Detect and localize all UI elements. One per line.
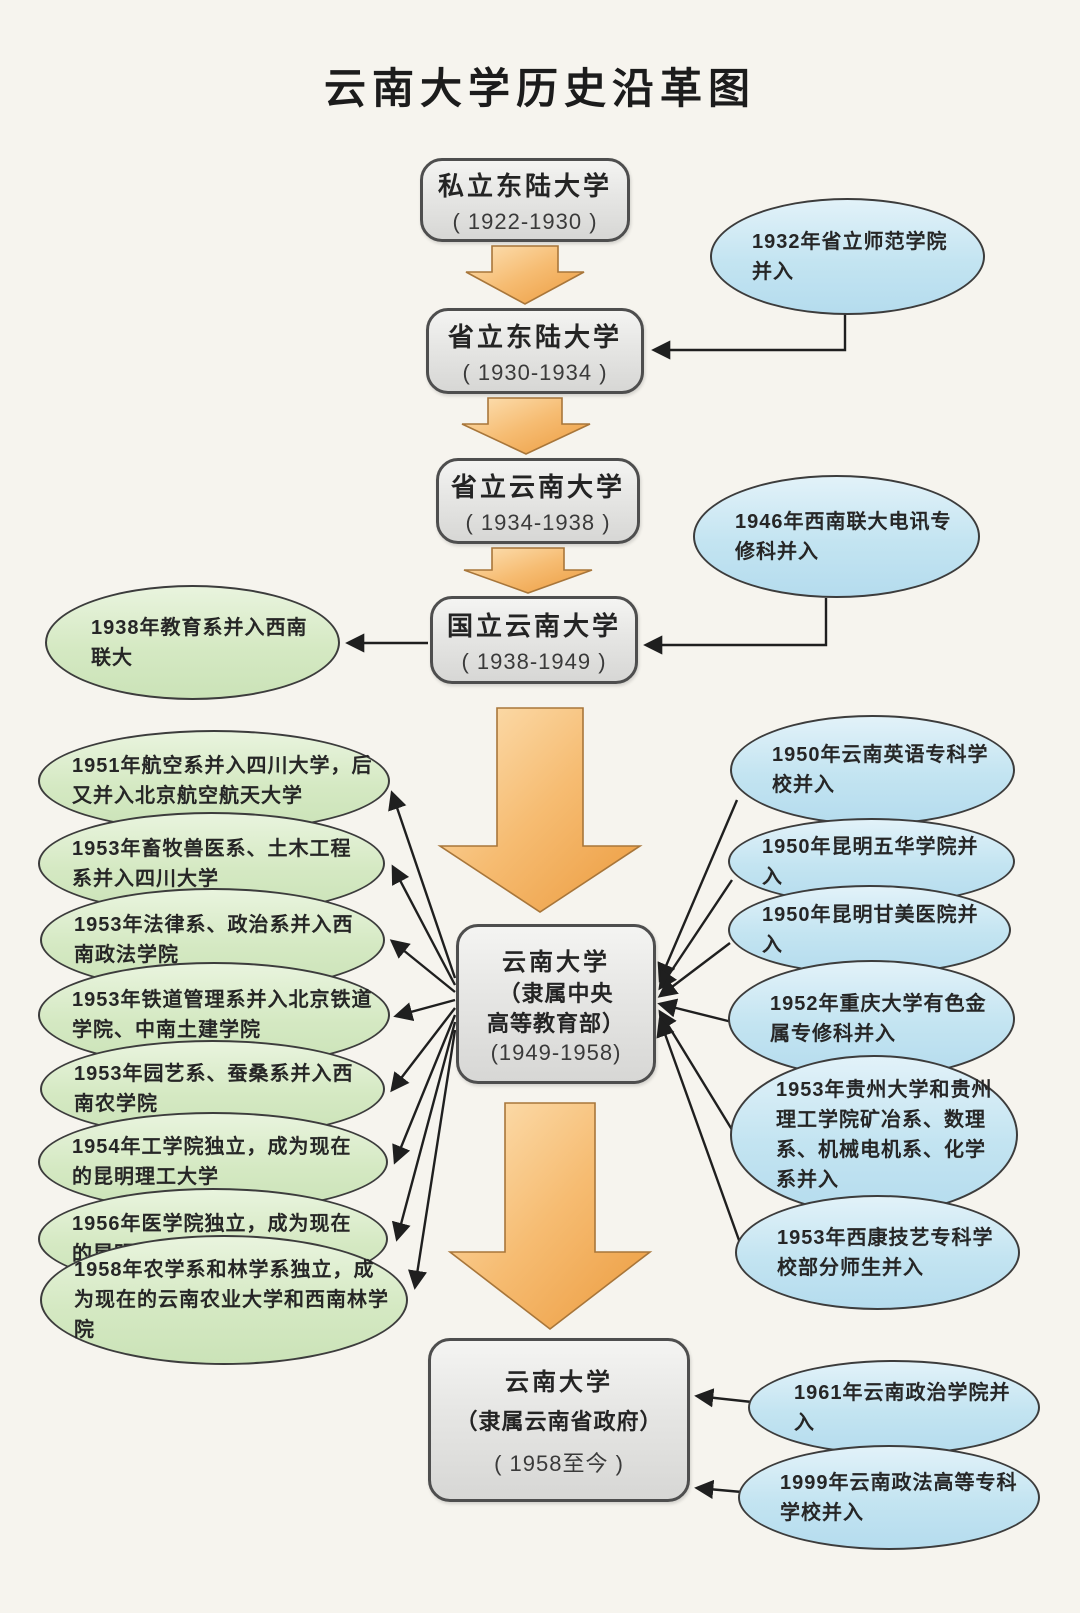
ellipse-text: 1952年重庆大学有色金属专修科并入 [770, 993, 987, 1045]
down-arrow-3 [463, 547, 593, 594]
merge-ellipse-1953-xikang: 1953年西康技艺专科学校部分师生并入 [735, 1195, 1020, 1310]
box-guoliyunnan-1938: 国立云南大学 ( 1938-1949 ) [430, 596, 638, 684]
link-1950a-to-box5 [657, 799, 739, 983]
link-box5-to-1956 [391, 1021, 457, 1242]
box-affiliation: （隶属中央 高等教育部） [487, 979, 625, 1038]
link-1953e-to-box5 [658, 1009, 736, 1134]
box-silidonglu-1922: 私立东陆大学 ( 1922-1930 ) [420, 158, 630, 242]
box-years: ( 1922-1930 ) [452, 208, 598, 234]
ellipse-text: 1951年航空系并入四川大学，后又并入北京航空航天大学 [72, 755, 373, 807]
ellipse-text: 1953年铁道管理系并入北京铁道学院、中南土建学院 [72, 989, 373, 1041]
ellipse-text: 1950年云南英语专科学校并入 [772, 744, 989, 796]
link-1950c-to-box5 [657, 942, 731, 998]
ellipse-text: 1953年法律系、政治系并入西南政法学院 [74, 914, 354, 966]
box-shenglidonglu-1930: 省立东陆大学 ( 1930-1934 ) [426, 308, 644, 394]
box-years: ( 1938-1949 ) [461, 648, 607, 674]
link-box5-to-1951 [388, 790, 457, 979]
link-1952-to-box5 [657, 998, 733, 1024]
box-shengliyunnan-1934: 省立云南大学 ( 1934-1938 ) [436, 458, 640, 544]
link-1946-to-box4 [643, 598, 828, 655]
merge-ellipse-1952-chongqing: 1952年重庆大学有色金属专修科并入 [728, 960, 1015, 1078]
ellipse-text: 1953年西康技艺专科学校部分师生并入 [777, 1226, 994, 1279]
merge-ellipse-1953-guizhou: 1953年贵州大学和贵州理工学院矿冶系、数理系、机械电机系、化学系并入 [730, 1055, 1018, 1215]
down-arrow-2 [461, 397, 591, 455]
merge-ellipse-1946: 1946年西南联大电讯专修科并入 [693, 475, 980, 598]
link-1932-to-box2 [651, 313, 847, 360]
ellipse-text: 1999年云南政法高等专科学校并入 [780, 1471, 1018, 1524]
ellipse-text: 1953年园艺系、蚕桑系并入西南农学院 [74, 1063, 354, 1115]
box-name: 国立云南大学 [446, 610, 621, 641]
box-years: ( 1930-1934 ) [462, 359, 608, 385]
connector-lines [345, 313, 847, 1500]
merge-ellipse-1932: 1932年省立师范学院并入 [710, 198, 985, 315]
box-affiliation: （隶属云南省政府） [455, 1408, 663, 1434]
link-box5-to-1953a [391, 864, 457, 986]
box-years: (1949-1958) [490, 1040, 622, 1066]
merge-ellipse-1999: 1999年云南政法高等专科学校并入 [738, 1445, 1040, 1550]
ellipse-text: 1938年教育系并入西南联大 [91, 616, 308, 669]
box-yunnan-1958: 云南大学 （隶属云南省政府） ( 1958至今 ) [428, 1338, 690, 1502]
merge-ellipse-1950-yingyu: 1950年云南英语专科学校并入 [730, 715, 1015, 825]
down-arrow-4 [437, 707, 643, 913]
split-ellipse-1938: 1938年教育系并入西南联大 [45, 585, 340, 700]
ellipse-text: 1932年省立师范学院并入 [752, 230, 948, 283]
down-arrow-1 [465, 245, 585, 305]
split-ellipse-1958: 1958年农学系和林学系独立，成为现在的云南农业大学和西南林学院 [40, 1235, 408, 1365]
box-name: 私立东陆大学 [437, 170, 612, 201]
box-yunnan-1949: 云南大学 （隶属中央 高等教育部） (1949-1958) [456, 924, 656, 1084]
box-name: 云南大学 [502, 948, 610, 976]
ellipse-text: 1950年昆明甘美医院并入 [762, 904, 979, 956]
box-name: 云南大学 [505, 1368, 613, 1396]
merge-ellipse-1961: 1961年云南政治学院并入 [748, 1360, 1040, 1455]
ellipse-text: 1950年昆明五华学院并入 [762, 835, 979, 888]
affiliation-line: 高等教育部） [486, 1010, 625, 1036]
ellipse-text: 1954年工学院独立，成为现在的昆明理工大学 [72, 1136, 352, 1188]
page-title: 云南大学历史沿革图 [323, 65, 756, 112]
ellipse-text: 1946年西南联大电讯专修科并入 [735, 510, 952, 563]
affiliation-line: （隶属中央 [498, 980, 614, 1006]
link-box5-to-1958 [408, 1029, 457, 1290]
link-1953f-to-box5 [656, 1017, 742, 1244]
link-box5-to-1953b [389, 939, 456, 993]
merge-ellipse-1950-ganmei: 1950年昆明甘美医院并入 [728, 885, 1011, 975]
split-ellipse-1953-xumu: 1953年畜牧兽医系、土木工程系并入四川大学 [38, 812, 385, 915]
link-box5-to-1953c [393, 998, 456, 1021]
ellipse-text: 1961年云南政治学院并入 [794, 1381, 1011, 1434]
box-years: ( 1934-1938 ) [465, 509, 611, 535]
box-name: 省立云南大学 [450, 471, 625, 502]
link-box5-to-1954 [392, 1014, 457, 1165]
ellipse-text: 1958年农学系和林学系独立，成为现在的云南农业大学和西南林学院 [74, 1259, 389, 1341]
down-arrow-5 [447, 1102, 653, 1331]
box-years: ( 1958至今 ) [494, 1451, 624, 1477]
ellipse-text: 1953年畜牧兽医系、土木工程系并入四川大学 [72, 837, 352, 890]
link-1961-to-box6 [694, 1388, 753, 1408]
link-1999-to-box6 [694, 1479, 743, 1500]
box-name: 省立东陆大学 [447, 321, 622, 352]
down-arrows [437, 245, 653, 1331]
link-box5-to-1953d [390, 1007, 456, 1093]
link-1950b-to-box5 [658, 879, 733, 991]
ellipse-text: 1953年贵州大学和贵州理工学院矿冶系、数理系、机械电机系、化学系并入 [776, 1079, 993, 1191]
